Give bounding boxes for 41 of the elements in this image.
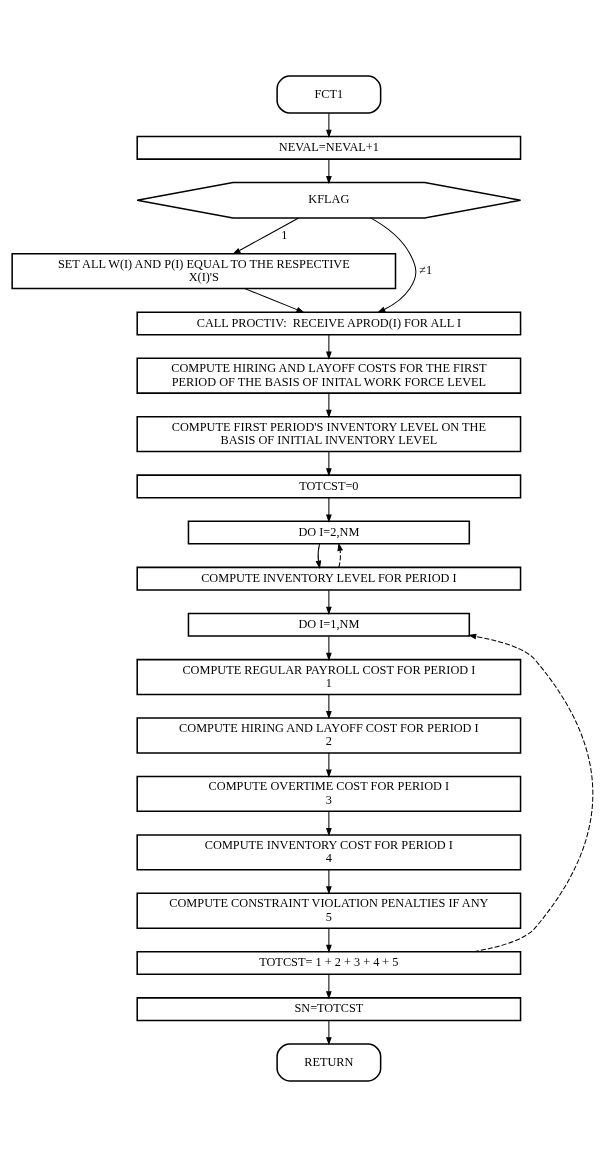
arrow [326, 159, 332, 185]
node-box: DO I=1,NM [187, 612, 471, 637]
arrow [326, 497, 332, 523]
arrow [326, 811, 332, 837]
arrow [326, 392, 332, 418]
arrow [326, 589, 332, 616]
node-box: COMPUTE HIRING AND LAYOFF COSTS FOR THE FIRST PERIOD OF THE BASIS OF INITAL WORK FORCE LEVEL [136, 357, 522, 394]
node-box: RETURN [276, 1043, 382, 1082]
arrow [244, 288, 305, 313]
arrow [468, 633, 594, 953]
node-box: SET ALL W(I) AND P(I) EQUAL TO THE RESPECTIVE X(I)'S [11, 252, 397, 290]
node-box: DO I=2,NM [187, 520, 471, 545]
node-box: COMPUTE INVENTORY COST FOR PERIOD I 4 [136, 834, 522, 871]
arrow [326, 694, 332, 720]
node-box: COMPUTE REGULAR PAYROLL COST FOR PERIOD I 1 [136, 658, 522, 696]
node-box: TOTCST=0 [136, 474, 522, 499]
node-box: COMPUTE FIRST PERIOD'S INVENTORY LEVEL ON THE BASIS OF INITIAL INVENTORY LEVEL [136, 415, 522, 453]
arrow [326, 112, 332, 139]
arrow [232, 217, 300, 255]
node-box: COMPUTE OVERTIME COST FOR PERIOD I 3 [136, 775, 522, 813]
arrow [326, 927, 332, 954]
node-box: CALL PROCTIV: RECEIVE APROD(I) FOR ALL I [136, 311, 522, 336]
arrow [337, 542, 343, 568]
arrow [326, 451, 332, 477]
node-box: FCT1 [276, 75, 382, 114]
node-box: SN=TOTCST [136, 997, 522, 1022]
edge-label: 1 [281, 227, 288, 242]
arrow [370, 217, 417, 313]
node-box: COMPUTE CONSTRAINT VIOLATION PENALTIES IF ANY 5 [136, 892, 522, 929]
node-box: NEVAL=NEVAL+1 [136, 135, 522, 160]
arrow [326, 1020, 332, 1046]
arrow [326, 869, 332, 895]
arrow [326, 334, 332, 360]
node-box: TOTCST= 1 + 2 + 3 + 4 + 5 [136, 951, 522, 976]
arrow [326, 635, 332, 662]
edge-label: ≠1 [419, 263, 433, 278]
arrow [326, 974, 332, 1000]
arrow [326, 752, 332, 778]
node-box: COMPUTE HIRING AND LAYOFF COST FOR PERIOD I 2 [136, 717, 522, 754]
arrow [315, 543, 322, 569]
node-box: COMPUTE INVENTORY LEVEL FOR PERIOD I [136, 566, 522, 591]
